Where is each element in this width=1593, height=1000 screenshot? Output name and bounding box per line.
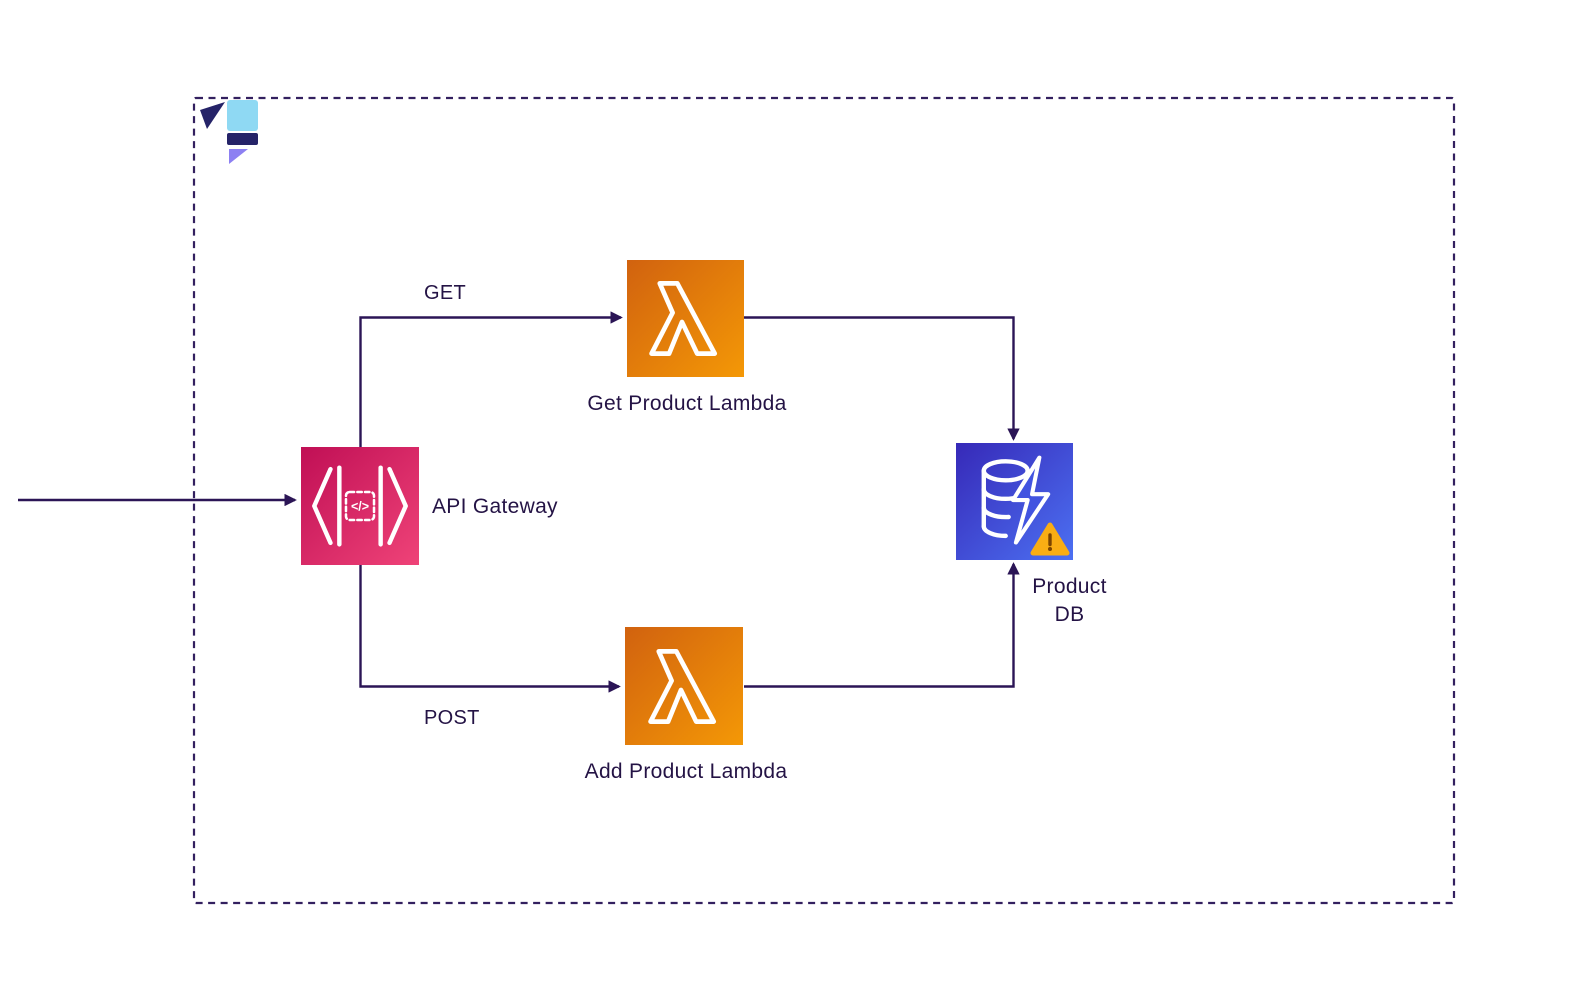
label-product-db: Product DB	[1002, 573, 1137, 629]
node-get-product-lambda[interactable]	[627, 260, 744, 377]
node-product-db[interactable]	[956, 443, 1073, 560]
database-icon	[981, 455, 1051, 545]
edge-get-api-to-lambda	[359, 311, 623, 447]
edge-add-lambda-to-db	[744, 562, 1020, 688]
warning-icon	[1030, 522, 1070, 556]
lambda-icon	[647, 648, 716, 724]
edge-label-post: POST	[424, 707, 480, 729]
edge-label-get: GET	[424, 282, 467, 304]
node-api-gateway[interactable]: </>	[301, 447, 419, 565]
label-api-gateway: API Gateway	[432, 495, 558, 518]
api-gateway-glyph-text: </>	[351, 500, 369, 514]
diagram-tool-logo-icon	[200, 100, 258, 164]
api-gateway-icon: </>	[312, 465, 408, 547]
label-get-product-lambda: Get Product Lambda	[587, 392, 787, 415]
edge-post-api-to-lambda	[359, 565, 621, 693]
diagram-frame-border	[192, 96, 1456, 905]
label-product-db-line2: DB	[1054, 603, 1085, 626]
node-add-product-lambda[interactable]	[625, 627, 743, 745]
diagram-tool-logo	[198, 98, 260, 169]
label-product-db-line1: Product	[1032, 575, 1107, 598]
edge-get-lambda-to-db	[744, 316, 1020, 441]
lambda-icon	[649, 281, 718, 356]
label-add-product-lambda: Add Product Lambda	[584, 760, 788, 783]
lightning-bolt-icon	[1010, 455, 1051, 545]
